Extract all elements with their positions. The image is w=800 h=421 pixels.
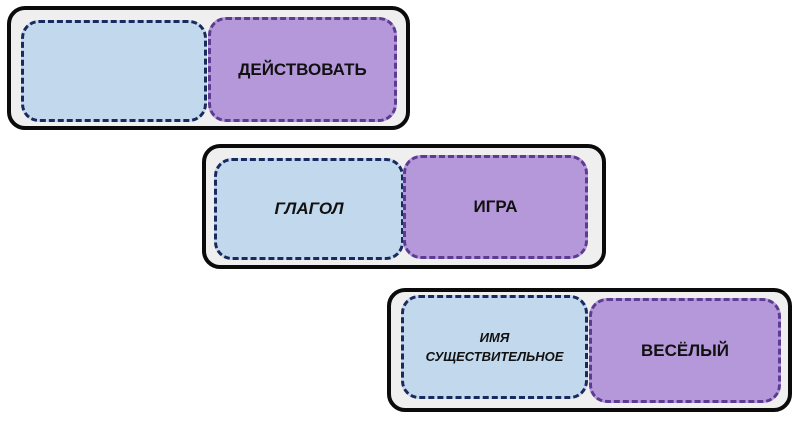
part-of-speech-slot-empty[interactable] — [21, 20, 207, 122]
part-of-speech-slot[interactable]: ГЛАГОЛ — [214, 158, 404, 260]
part-of-speech-label-line-2: СУЩЕСТВИТЕЛЬНОЕ — [425, 349, 564, 364]
word-label: ВЕСЁЛЫЙ — [640, 340, 730, 360]
part-of-speech-slot[interactable]: ИМЯ СУЩЕСТВИТЕЛЬНОЕ — [401, 295, 588, 399]
word-card-3: ИМЯ СУЩЕСТВИТЕЛЬНОЕ ВЕСЁЛЫЙ — [387, 288, 792, 412]
word-label: ДЕЙСТВОВАТЬ — [238, 59, 367, 79]
word-slot: ВЕСЁЛЫЙ — [589, 298, 781, 403]
part-of-speech-label-line-1: ИМЯ — [479, 330, 510, 345]
word-card-2: ГЛАГОЛ ИГРА — [202, 144, 606, 269]
word-slot: ДЕЙСТВОВАТЬ — [208, 17, 397, 122]
word-label: ИГРА — [473, 197, 518, 216]
word-card-1: ДЕЙСТВОВАТЬ — [7, 6, 410, 130]
part-of-speech-label: ГЛАГОЛ — [274, 199, 344, 218]
part-of-speech-label: ИМЯ СУЩЕСТВИТЕЛЬНОЕ — [426, 328, 564, 366]
word-slot: ИГРА — [403, 155, 588, 259]
